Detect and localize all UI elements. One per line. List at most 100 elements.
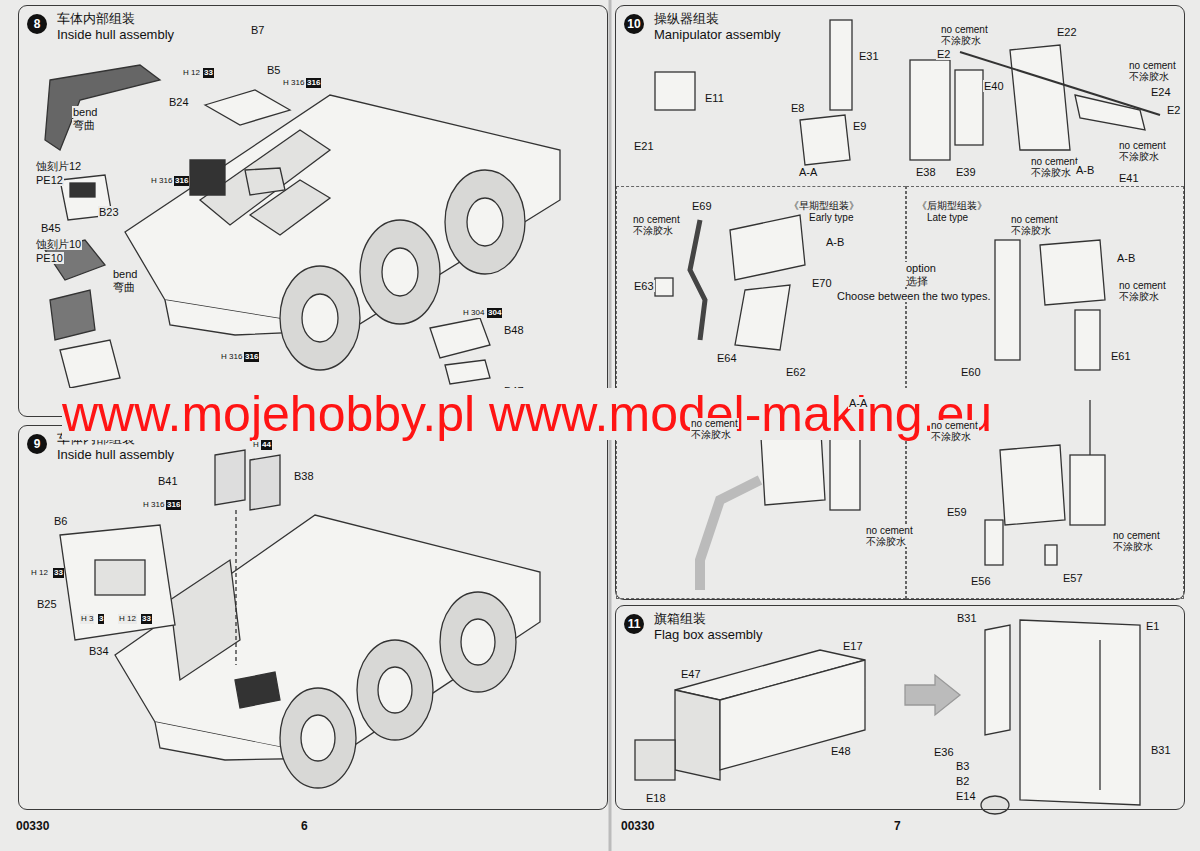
part-number: E59 [946,506,968,518]
part-number: B3 [955,760,970,772]
step-title: 车体内部组装 [55,10,137,28]
paint-code: H 316 [220,352,243,362]
part-number: B7 [250,24,265,36]
part-number: bend [72,106,98,118]
part-number: 蚀刻片10 [35,238,82,250]
paint-code: H 304 [462,308,485,318]
paint-code: 44 [261,440,272,450]
part-number: E1 [1145,620,1160,632]
part-number: E56 [970,575,992,587]
part-number: A-B [1075,164,1095,176]
part-number: E11 [704,92,725,104]
part-number: E61 [1110,350,1132,362]
assembly-note: no cement [930,420,979,431]
part-number: B25 [36,598,58,610]
part-number: E18 [645,792,667,804]
option-title: 《后期型组装》 [915,199,989,213]
assembly-note: no cement [1118,140,1167,151]
part-number: B6 [53,515,68,527]
part-number: B23 [98,206,120,218]
part-number: E22 [1056,26,1078,38]
part-number: option [905,262,937,274]
part-number: E2 [936,48,951,60]
part-number: B48 [503,324,525,336]
part-number: E48 [830,745,852,757]
part-number: B31 [956,612,978,624]
part-number: E47 [680,668,702,680]
part-number: B2 [955,775,970,787]
assembly-note: no cement [865,525,914,536]
part-number: E38 [915,166,937,178]
assembly-note: no cement [690,418,739,429]
paint-code: 316 [244,352,259,362]
assembly-note: 不涂胶水 [940,35,982,46]
paint-code: 33 [203,68,214,78]
part-number: B34 [88,645,110,657]
assembly-note: 不涂胶水 [930,431,972,442]
assembly-note: 不涂胶水 [1118,151,1160,162]
part-number: A-B [825,236,845,248]
part-number: E21 [633,140,655,152]
assembly-note: 不涂胶水 [1030,167,1072,178]
assembly-note: 不涂胶水 [1010,225,1052,236]
part-number: E8 [790,102,805,114]
part-number: B31 [1150,744,1172,756]
step-title: Manipulator assembly [652,27,782,42]
option-title: Late type [925,212,970,223]
part-number: 蚀刻片12 [35,160,82,172]
part-number: 弯曲 [112,281,136,293]
part-number: B38 [293,470,315,482]
part-number: E62 [785,366,807,378]
step-panel: 《早期型组装》Early type 《后期型组装》Late type 10 操纵器组装… [615,5,1185,600]
step-number: 8 [27,14,47,34]
part-number: E69 [691,200,713,212]
part-number: E41 [1118,172,1140,184]
paint-code: H 12 [30,568,49,578]
part-number: E39 [955,166,977,178]
paint-code: 3 [98,614,104,624]
assembly-note: 不涂胶水 [632,225,674,236]
part-number: A-A [848,397,868,409]
paint-code: 316 [166,500,181,510]
paint-code: H 3 [80,614,94,624]
step-number: 10 [624,14,644,34]
paint-code: 33 [141,614,152,624]
part-number: 弯曲 [72,119,96,131]
assembly-note: no cement [1118,280,1167,291]
page-footer: 7 [893,820,902,832]
option-title: Early type [807,212,855,223]
page-footer: 00330 [15,820,50,832]
part-number: bend [112,268,138,280]
assembly-note: no cement [940,24,989,35]
part-number: E40 [983,80,1005,92]
part-number: E31 [858,50,880,62]
assembly-note: no cement [1112,530,1161,541]
part-number: B41 [157,475,179,487]
page-footer: 6 [300,820,309,832]
part-number: B24 [168,96,190,108]
assembly-note: 不涂胶水 [1118,291,1160,302]
paint-code: H 316 [150,176,173,186]
step-number: 9 [27,434,47,454]
step-panel: 9车体内部组装Inside hull assembly [18,425,608,810]
part-number: E2 [1166,104,1181,116]
page-footer: 00330 [620,820,655,832]
part-number: E63 [633,280,655,292]
step-panel: 11旗箱组装Flag box assembly [615,605,1185,810]
part-number: Choose between the two types. [836,290,991,302]
part-number: 选择 [905,275,929,287]
assembly-note: 不涂胶水 [1128,71,1170,82]
part-number: E64 [716,352,738,364]
step-title: 旗箱组装 [652,610,708,628]
part-number: E70 [811,277,833,289]
step-title: 操纵器组装 [652,10,721,28]
paint-code: H [252,440,260,450]
paint-code: H 12 [182,68,201,78]
assembly-note: 不涂胶水 [865,536,907,547]
part-number: A-B [1116,252,1136,264]
paint-code: 316 [306,78,321,88]
paint-code: H 12 [118,614,137,624]
step-title: Flag box assembly [652,627,764,642]
part-number: PE12 [35,174,64,186]
option-title: 《早期型组装》 [787,199,861,213]
